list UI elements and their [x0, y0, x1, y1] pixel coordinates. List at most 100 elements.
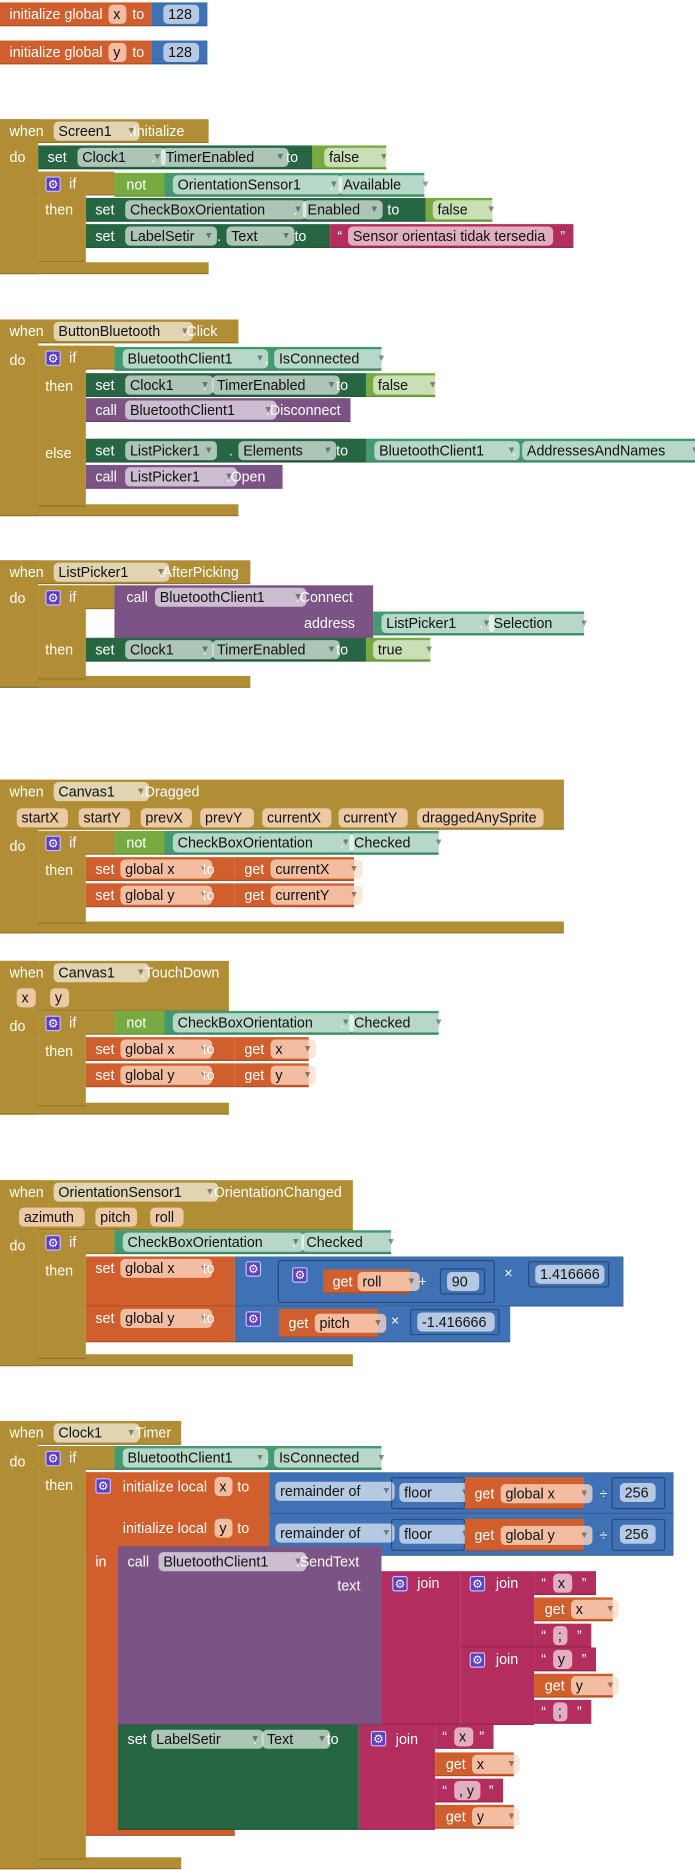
not-block[interactable] — [114, 172, 165, 197]
variable-dropdown[interactable]: y▼ — [472, 1807, 520, 1827]
event-parameter[interactable]: y — [50, 988, 70, 1008]
component-dropdown[interactable]: CheckBoxOrientation▼ — [122, 1232, 304, 1252]
component-dropdown[interactable]: ListPicker1▼ — [125, 467, 238, 487]
gear-icon[interactable]: ⚙ — [245, 1261, 262, 1277]
gear-icon[interactable]: ⚙ — [95, 1478, 111, 1494]
variable-dropdown[interactable]: roll▼ — [357, 1271, 420, 1292]
component-dropdown[interactable]: ListPicker1▼ — [53, 562, 170, 582]
component-dropdown[interactable]: ButtonBluetooth▼ — [53, 321, 194, 341]
property-dropdown[interactable]: Selection▼ — [488, 613, 593, 634]
variable-dropdown[interactable]: global x▼ — [120, 859, 213, 879]
variable-dropdown[interactable]: global y▼ — [120, 1065, 213, 1085]
text-value[interactable]: y — [553, 1649, 573, 1669]
property-dropdown[interactable]: AddressesAndNames▼ — [522, 441, 695, 461]
variable-dropdown[interactable]: global y▼ — [120, 885, 213, 905]
gear-icon[interactable]: ⚙ — [469, 1575, 486, 1592]
component-dropdown[interactable]: CheckBoxOrientation▼ — [172, 1013, 355, 1033]
component-dropdown[interactable]: BluetoothClient1▼ — [122, 1448, 269, 1468]
gear-icon[interactable]: ⚙ — [45, 1015, 61, 1032]
property-dropdown[interactable]: Available▼ — [338, 175, 434, 195]
global-name-field[interactable]: y — [108, 42, 127, 62]
property-dropdown[interactable]: Elements▼ — [238, 441, 337, 461]
initialize-local-body[interactable] — [85, 1472, 120, 1830]
event-parameter[interactable]: currentX — [262, 808, 332, 828]
number-field[interactable]: -1.416666 — [417, 1312, 495, 1332]
gear-icon[interactable]: ⚙ — [45, 176, 61, 192]
component-dropdown[interactable]: Clock1▼ — [125, 640, 214, 660]
number-field[interactable]: 128 — [163, 4, 200, 24]
variable-dropdown[interactable]: global x▼ — [500, 1484, 593, 1504]
component-dropdown[interactable]: Clock1▼ — [53, 1423, 140, 1443]
variable-dropdown[interactable]: currentX▼ — [270, 859, 363, 879]
event-parameter[interactable]: startY — [78, 808, 130, 828]
component-dropdown[interactable]: Clock1▼ — [77, 147, 166, 167]
event-block-body[interactable] — [0, 960, 39, 1115]
component-dropdown[interactable]: LabelSetir▼ — [125, 226, 217, 246]
component-dropdown[interactable]: CheckBoxOrientation▼ — [172, 833, 355, 853]
math-op-dropdown[interactable]: remainder of▼ — [275, 1481, 395, 1501]
text-value[interactable]: x — [553, 1573, 573, 1593]
event-block-body[interactable] — [0, 560, 39, 688]
gear-icon[interactable]: ⚙ — [469, 1652, 486, 1668]
component-dropdown[interactable]: BluetoothClient1▼ — [125, 400, 277, 420]
event-parameter[interactable]: roll — [150, 1207, 184, 1227]
call-method-block[interactable] — [118, 1546, 382, 1725]
component-dropdown[interactable]: ListPicker1▼ — [125, 441, 217, 461]
gear-icon[interactable]: ⚙ — [370, 1730, 387, 1747]
event-block-body[interactable] — [0, 1420, 39, 1870]
text-value[interactable]: Sensor orientasi tidak tersedia — [348, 226, 554, 246]
gear-icon[interactable]: ⚙ — [45, 1235, 61, 1251]
gear-icon[interactable]: ⚙ — [45, 590, 61, 606]
variable-dropdown[interactable]: x▼ — [472, 1754, 520, 1774]
not-block[interactable] — [114, 1010, 165, 1035]
variable-dropdown[interactable]: global y▼ — [500, 1525, 593, 1545]
event-block-footer[interactable] — [0, 1102, 229, 1115]
property-dropdown[interactable]: Checked▼ — [349, 1013, 448, 1033]
boolean-dropdown[interactable]: true▼ — [373, 640, 438, 660]
variable-dropdown[interactable]: pitch▼ — [314, 1313, 387, 1333]
component-dropdown[interactable]: CheckBoxOrientation▼ — [125, 200, 307, 220]
event-parameter[interactable]: x — [16, 988, 36, 1008]
gear-icon[interactable]: ⚙ — [45, 1450, 61, 1467]
property-dropdown[interactable]: TimerEnabled▼ — [212, 375, 340, 395]
event-block-footer[interactable] — [0, 504, 239, 517]
component-dropdown[interactable]: Clock1▼ — [125, 375, 214, 395]
event-parameter[interactable]: draggedAnySprite — [417, 808, 544, 828]
event-parameter[interactable]: pitch — [95, 1207, 138, 1227]
text-value[interactable]: , y — [454, 1780, 481, 1801]
component-dropdown[interactable]: OrientationSensor1▼ — [53, 1182, 219, 1202]
component-dropdown[interactable]: BluetoothClient1▼ — [122, 349, 269, 369]
gear-icon[interactable]: ⚙ — [292, 1267, 308, 1283]
variable-dropdown[interactable]: x▼ — [571, 1599, 619, 1619]
component-dropdown[interactable]: Canvas1▼ — [53, 963, 150, 983]
if-block-body[interactable] — [38, 1446, 86, 1860]
number-field[interactable]: 90 — [447, 1271, 480, 1292]
event-parameter[interactable]: prevX — [140, 808, 192, 828]
event-parameter[interactable]: azimuth — [19, 1207, 85, 1227]
event-block-body[interactable] — [0, 319, 39, 517]
number-field[interactable]: 128 — [163, 42, 200, 62]
component-dropdown[interactable]: BluetoothClient1▼ — [154, 587, 307, 607]
event-block-body[interactable] — [0, 779, 39, 934]
property-dropdown[interactable]: IsConnected▼ — [274, 349, 390, 369]
component-dropdown[interactable]: ListPicker1▼ — [381, 613, 495, 634]
variable-dropdown[interactable]: global x▼ — [120, 1039, 213, 1059]
property-dropdown[interactable]: TimerEnabled▼ — [160, 147, 289, 167]
local-name-field[interactable]: x — [214, 1477, 233, 1497]
boolean-dropdown[interactable]: false▼ — [373, 375, 442, 395]
event-parameter[interactable]: startX — [16, 808, 68, 828]
text-value[interactable]: ; — [553, 1702, 568, 1722]
math-func-dropdown[interactable]: floor▼ — [399, 1524, 474, 1544]
not-block[interactable] — [114, 830, 165, 855]
variable-dropdown[interactable]: y▼ — [571, 1676, 619, 1696]
component-dropdown[interactable]: Canvas1▼ — [53, 782, 150, 802]
event-block-footer[interactable] — [0, 262, 209, 275]
math-op-dropdown[interactable]: remainder of▼ — [275, 1523, 395, 1543]
component-dropdown[interactable]: Screen1▼ — [53, 121, 140, 141]
gear-icon[interactable]: ⚙ — [45, 350, 61, 366]
variable-dropdown[interactable]: x▼ — [270, 1039, 316, 1059]
event-parameter[interactable]: prevY — [200, 808, 254, 828]
component-dropdown[interactable]: BluetoothClient1▼ — [158, 1552, 307, 1572]
property-dropdown[interactable]: Text▼ — [262, 1729, 331, 1749]
